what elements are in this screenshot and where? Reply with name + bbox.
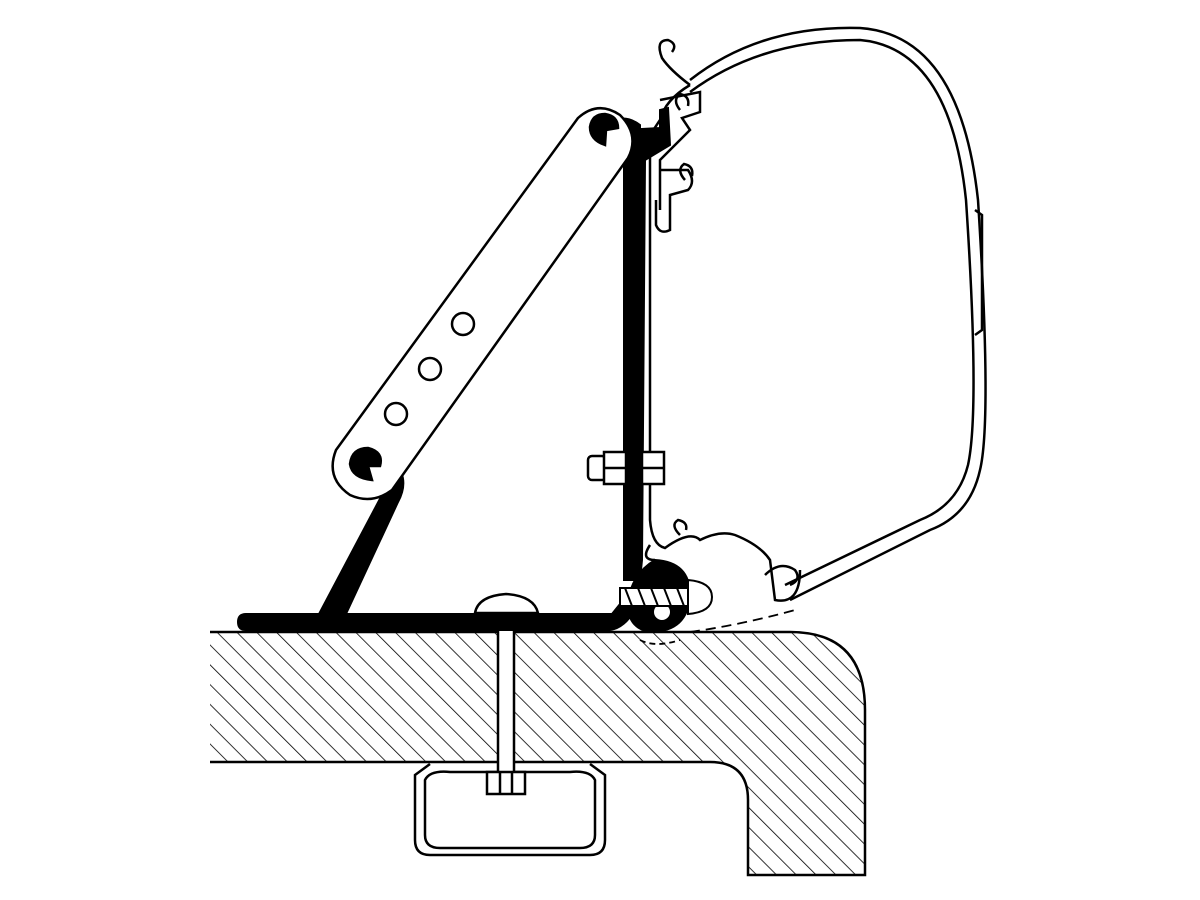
roof-section <box>210 630 867 877</box>
arm-hole <box>383 401 409 427</box>
dashed-outline <box>639 639 681 645</box>
rail-channel <box>413 762 607 857</box>
awning-cassette <box>644 26 987 602</box>
side-bolt <box>586 450 666 486</box>
arm-hole <box>417 356 443 382</box>
nut <box>485 770 527 796</box>
arm-hole <box>450 311 476 337</box>
support-arm <box>331 107 634 501</box>
screw <box>619 578 714 616</box>
dashed-outline <box>689 609 796 633</box>
